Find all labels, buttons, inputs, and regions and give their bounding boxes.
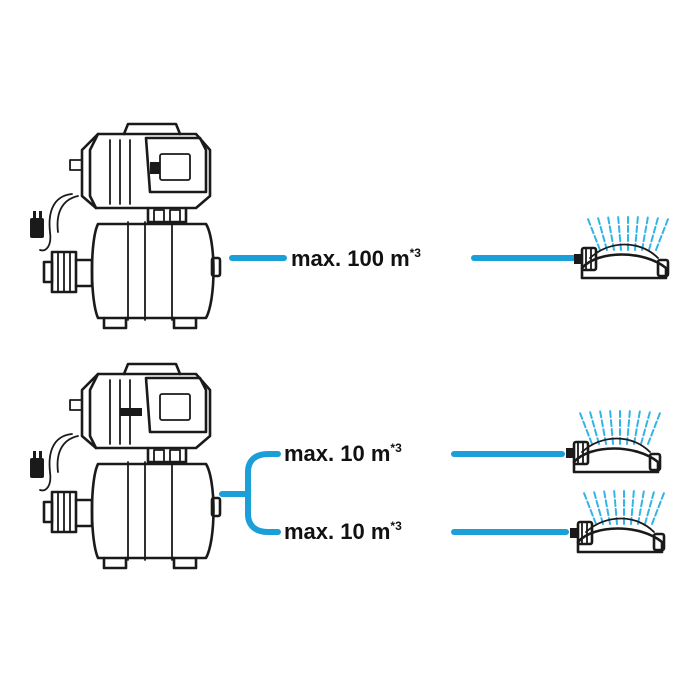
spray-jet	[637, 489, 645, 525]
spray-jet	[630, 488, 635, 525]
pressure-tank-pump-icon	[30, 362, 222, 570]
spray-jet	[607, 215, 615, 251]
top-distance-label: max. 100 m*3	[291, 246, 421, 271]
spray-jet	[593, 490, 604, 525]
top-footnote-mark: *3	[410, 246, 422, 260]
spray-jet	[634, 214, 639, 251]
spray-jet	[599, 409, 607, 445]
power-plug-icon	[30, 451, 44, 478]
lower-branch-label: max. 10 m*3	[284, 519, 402, 544]
upper-branch-footnote-mark: *3	[390, 441, 402, 455]
spray-jet	[583, 492, 597, 525]
top-setup: max. 100 m*3	[30, 122, 670, 330]
upper-branch-label: max. 10 m*3	[284, 441, 402, 466]
top-distance-value: max. 100 m	[291, 246, 410, 271]
spray-jet	[587, 218, 601, 251]
spray-jet	[651, 492, 665, 525]
lower-branch-footnote-mark: *3	[390, 519, 402, 533]
spray-jet	[640, 410, 651, 445]
hose-splitter	[219, 451, 281, 535]
spray-jet	[597, 216, 608, 251]
oscillating-sprinkler-icon	[566, 407, 662, 474]
spray-jet	[633, 409, 641, 445]
spray-jet	[603, 489, 611, 525]
spray-jet	[641, 215, 649, 251]
oscillating-sprinkler-icon	[574, 213, 670, 280]
bottom-setup: max. 10 m*3 max. 10 m*3	[30, 362, 666, 570]
upper-branch-distance-value: max. 10 m	[284, 441, 390, 466]
spray-jet	[626, 408, 631, 445]
oscillating-sprinkler-icon	[570, 487, 666, 554]
sprinkler-spray	[583, 487, 665, 525]
power-plug-icon	[30, 211, 44, 238]
lower-branch-distance-value: max. 10 m	[284, 519, 390, 544]
spray-jet	[648, 216, 659, 251]
pressure-tank-pump-icon	[30, 122, 222, 330]
spray-jet	[647, 412, 661, 445]
spray-jet	[655, 218, 669, 251]
spray-jet	[579, 412, 593, 445]
spray-jet	[589, 410, 600, 445]
spray-jet	[644, 490, 655, 525]
